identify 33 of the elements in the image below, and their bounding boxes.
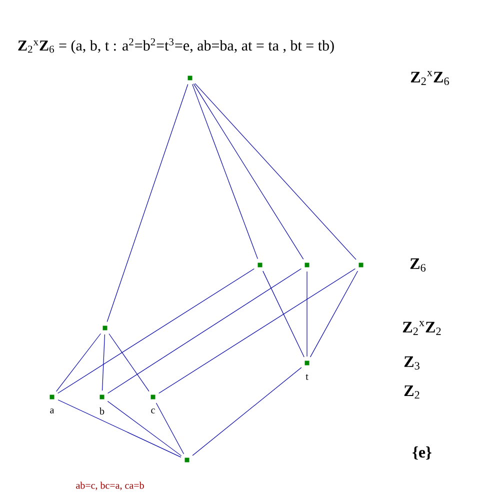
edge-line: [56, 333, 101, 392]
edge-line: [193, 84, 304, 260]
edge-line: [262, 270, 304, 358]
edge-line: [194, 83, 356, 260]
node-label: t: [306, 374, 308, 380]
edge-line: [158, 268, 356, 394]
edge-line: [156, 402, 184, 454]
level-label: Z$_{3}$: [404, 356, 420, 370]
labeled-vertex: t: [304, 360, 310, 380]
edge-line: [58, 268, 254, 394]
edge-line: [58, 400, 182, 458]
edge-line: [102, 334, 106, 391]
edge-line: [310, 270, 358, 358]
level-label: Z$_{2}$$^{x}$Z$_{2}$: [402, 321, 441, 335]
edge-line: [192, 84, 258, 260]
labeled-vertex: c: [150, 394, 156, 414]
level-label: Z$_{2}$$^{x}$Z$_{6}$: [410, 70, 449, 86]
level-label: Z$_{2}$: [404, 385, 420, 399]
edge-line: [108, 333, 150, 392]
edge-line: [108, 268, 302, 394]
labeled-vertex: a: [50, 394, 54, 414]
title: Z$_{2}$$^{x}$Z$_{6}$ = (a, b, t : a$^{2}$=b$^{2}$=t$^{3}$=e, ab=ba, at = ta , bt = tb): [18, 38, 334, 54]
node-label: c: [151, 408, 155, 414]
level-label: {e}: [412, 446, 432, 460]
node-label: a: [50, 408, 54, 414]
node-label: b: [100, 407, 104, 415]
edge-line: [306, 271, 308, 357]
level-label: Z$_{6}$: [410, 258, 426, 272]
edge-line: [107, 400, 182, 456]
note: ab=c, bc=a, ca=b: [76, 482, 144, 490]
labeled-vertex: b: [100, 394, 104, 415]
edge-line: [192, 367, 302, 456]
edge-line: [106, 84, 188, 322]
